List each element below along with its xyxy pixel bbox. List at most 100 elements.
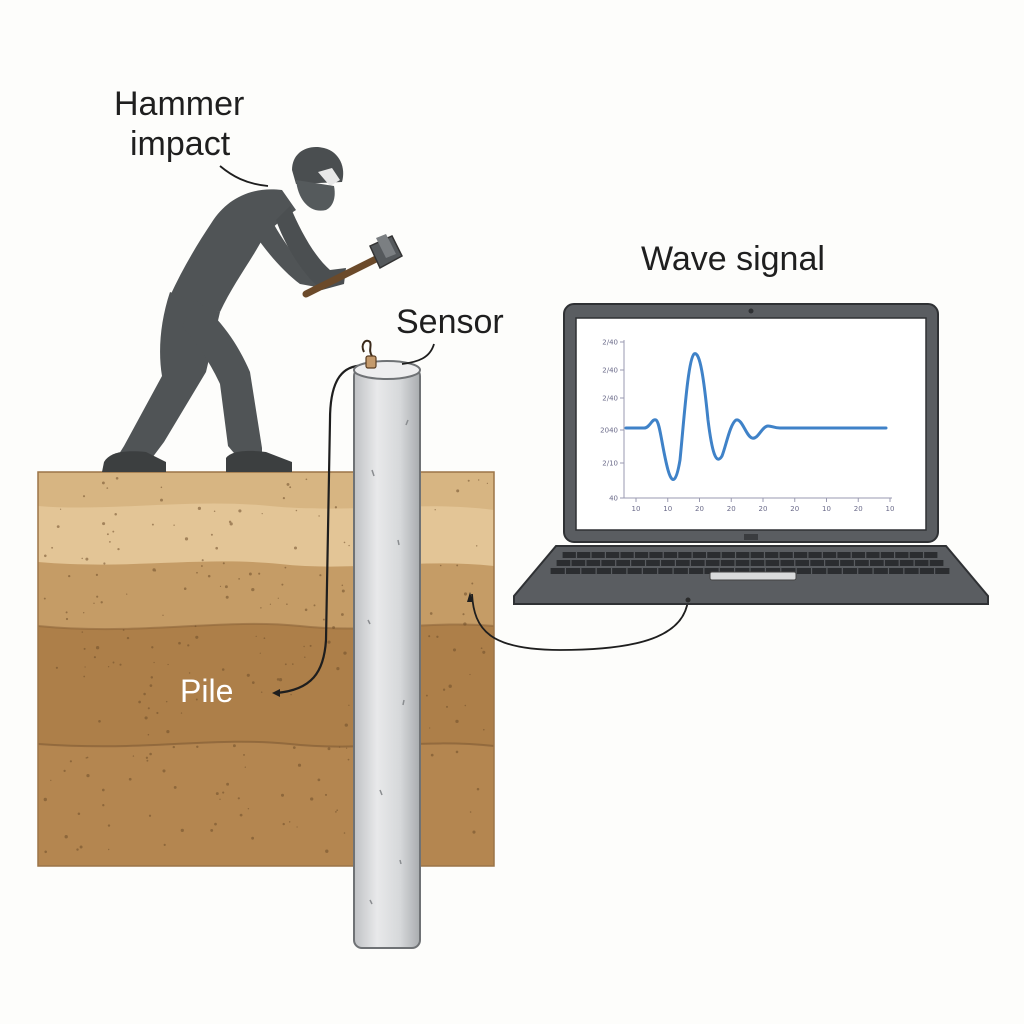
soil-speckle: [83, 675, 86, 678]
x-tick-label: 20: [854, 505, 863, 513]
keyboard-key[interactable]: [735, 568, 750, 574]
keyboard-key[interactable]: [765, 560, 780, 566]
keyboard-key[interactable]: [924, 552, 938, 558]
keyboard-key[interactable]: [765, 552, 779, 558]
keyboard-key[interactable]: [631, 560, 645, 566]
soil-speckle: [343, 541, 346, 544]
keyboard-key[interactable]: [565, 568, 581, 574]
keyboard-key[interactable]: [812, 568, 827, 574]
soil-speckle: [475, 545, 478, 547]
keyboard-key[interactable]: [612, 568, 627, 574]
keyboard-key[interactable]: [909, 552, 923, 558]
soil-speckle: [82, 495, 86, 498]
keyboard-key[interactable]: [642, 568, 658, 574]
keyboard-key[interactable]: [880, 552, 895, 558]
keyboard-key[interactable]: [858, 568, 873, 574]
keyboard-key[interactable]: [825, 560, 839, 566]
keyboard-key[interactable]: [675, 560, 690, 566]
keyboard-key[interactable]: [571, 560, 586, 566]
keyboard-key[interactable]: [904, 568, 919, 574]
keyboard-key[interactable]: [919, 568, 935, 574]
keyboard-key[interactable]: [591, 552, 605, 558]
keyboard-key[interactable]: [889, 568, 904, 574]
keyboard-key[interactable]: [720, 560, 735, 566]
keyboard-key[interactable]: [822, 552, 837, 558]
soil-speckle: [335, 811, 337, 813]
keyboard-key[interactable]: [750, 552, 764, 558]
keyboard-key[interactable]: [605, 552, 620, 558]
keyboard-key[interactable]: [616, 560, 631, 566]
keyboard-key[interactable]: [780, 560, 795, 566]
laptop-icon: [513, 303, 989, 605]
keyboard-key[interactable]: [914, 560, 929, 566]
keyboard-key[interactable]: [840, 560, 854, 566]
keyboard-key[interactable]: [705, 560, 720, 566]
keyboard-key[interactable]: [750, 568, 765, 574]
keyboard-key[interactable]: [690, 560, 705, 566]
keyboard-key[interactable]: [719, 568, 735, 574]
keyboard-key[interactable]: [658, 568, 673, 574]
keyboard-key[interactable]: [855, 560, 869, 566]
keyboard-key[interactable]: [678, 552, 692, 558]
soil-speckle: [147, 707, 150, 710]
soil-speckle: [68, 574, 71, 578]
keyboard-key[interactable]: [808, 552, 822, 558]
keyboard-key[interactable]: [895, 552, 909, 558]
keyboard-key[interactable]: [586, 560, 601, 566]
soil-speckle: [43, 797, 47, 802]
keyboard-key[interactable]: [634, 552, 649, 558]
keyboard-key[interactable]: [781, 568, 796, 574]
soil-speckle: [50, 779, 52, 782]
keyboard-key[interactable]: [837, 552, 851, 558]
keyboard-key[interactable]: [736, 552, 750, 558]
keyboard-key[interactable]: [601, 560, 616, 566]
soil-speckle: [184, 537, 189, 541]
keyboard-key[interactable]: [929, 560, 944, 566]
keyboard-key[interactable]: [689, 568, 704, 574]
keyboard-key[interactable]: [827, 568, 842, 574]
keyboard-key[interactable]: [866, 552, 880, 558]
sensor-icon: [361, 339, 377, 369]
keyboard-key[interactable]: [735, 560, 750, 566]
keyboard-key[interactable]: [721, 552, 735, 558]
keyboard-key[interactable]: [842, 568, 858, 574]
soil-speckle: [147, 733, 150, 736]
soil-speckle: [114, 512, 117, 516]
keyboard-key[interactable]: [704, 568, 719, 574]
keyboard-key[interactable]: [779, 552, 793, 558]
keyboard-key[interactable]: [707, 552, 721, 558]
keyboard-key[interactable]: [851, 552, 866, 558]
keyboard-key[interactable]: [581, 568, 596, 574]
keyboard-key[interactable]: [556, 560, 571, 566]
soil-speckle: [336, 667, 340, 671]
keyboard-key[interactable]: [869, 560, 884, 566]
soil-speckle: [340, 613, 344, 616]
keyboard-key[interactable]: [765, 568, 781, 574]
keyboard-key[interactable]: [810, 560, 825, 566]
keyboard-key[interactable]: [661, 560, 675, 566]
keyboard-key[interactable]: [884, 560, 899, 566]
keyboard-key[interactable]: [793, 552, 808, 558]
soil-speckle: [222, 562, 225, 565]
keyboard-key[interactable]: [550, 568, 565, 574]
keyboard-key[interactable]: [646, 560, 660, 566]
x-tick-label: 20: [695, 505, 704, 513]
keyboard-key[interactable]: [795, 560, 810, 566]
keyboard-key[interactable]: [692, 552, 707, 558]
keyboard-key[interactable]: [750, 560, 765, 566]
soil-speckle: [318, 515, 320, 517]
keyboard-key[interactable]: [627, 568, 642, 574]
keyboard-key[interactable]: [935, 568, 950, 574]
keyboard-key[interactable]: [899, 560, 914, 566]
keyboard-key[interactable]: [562, 552, 576, 558]
keyboard-key[interactable]: [663, 552, 678, 558]
keyboard-key[interactable]: [596, 568, 611, 574]
keyboard-key[interactable]: [873, 568, 888, 574]
trackpad[interactable]: [709, 571, 797, 581]
keyboard-key[interactable]: [673, 568, 688, 574]
keyboard-key[interactable]: [577, 552, 591, 558]
keyboard-key[interactable]: [796, 568, 811, 574]
keyboard-key[interactable]: [649, 552, 663, 558]
keyboard-key[interactable]: [620, 552, 634, 558]
